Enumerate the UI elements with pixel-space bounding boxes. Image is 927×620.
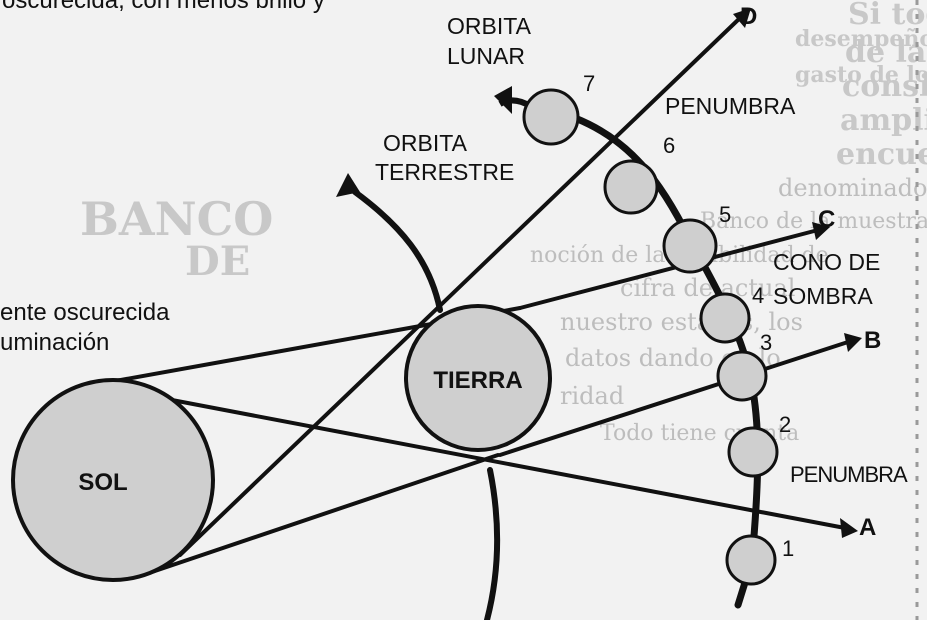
moon-number-5: 5 (719, 202, 731, 227)
bleed-line: DE (185, 238, 250, 285)
line-b-label: B (864, 327, 881, 354)
moon-7 (522, 88, 580, 146)
earth-orbit-lower (484, 467, 501, 620)
bleed-line: de la siguiente (845, 35, 927, 70)
arrow-a (840, 518, 858, 538)
moon-orbit-arrow (494, 86, 512, 114)
moon-5 (662, 218, 718, 274)
moon-number-6: 6 (663, 133, 675, 158)
earth-orbit-label-line2: TERRESTRE (375, 159, 514, 185)
earth-label: TIERRA (433, 367, 522, 394)
earth-orbit-upper (352, 189, 443, 313)
bleed-line: encuentra (836, 137, 927, 172)
moon-6 (603, 159, 659, 215)
left-caption-line2: uminación (0, 329, 109, 356)
umbra-label-line1: CONO DE (773, 249, 880, 275)
moon-positions (522, 88, 779, 586)
moon-4 (699, 292, 751, 344)
line-a (91, 383, 847, 530)
arrow-c (812, 222, 830, 240)
bleed-line: consideran de (842, 69, 927, 104)
line-c-label: C (818, 206, 835, 233)
bleed-line: nuestro estados, los (560, 308, 803, 336)
top-caption: oscurecida, con menos brillo y (2, 0, 325, 14)
left-caption-line1: ente oscurecida (0, 299, 170, 326)
penumbra-upper-label: PENUMBRA (665, 93, 796, 119)
bleed-line: desempeño (795, 26, 927, 52)
moon-number-4: 4 (752, 283, 764, 308)
bleed-line: BANCO (80, 192, 273, 246)
line-d-label: D (740, 3, 757, 30)
moon-number-3: 3 (760, 330, 772, 355)
earth-orbit-label-line1: ORBITA (383, 130, 468, 156)
bleed-line: ridad (560, 382, 624, 410)
moon-1 (725, 534, 777, 586)
sun-label: SOL (78, 469, 127, 496)
lunar-orbit-label-line1: ORBITA (447, 13, 532, 39)
moon-number-7: 7 (583, 71, 595, 96)
sun-body (11, 378, 215, 582)
arrow-b (844, 333, 862, 352)
bleed-line: amplio instalado (840, 103, 927, 138)
moon-2 (727, 426, 779, 478)
bleed-line: denominados primer (778, 174, 927, 202)
moon-number-2: 2 (779, 412, 791, 437)
bleed-line: Si todo demás (848, 0, 927, 32)
umbra-label-line2: SOMBRA (773, 283, 873, 309)
earth-body (404, 304, 552, 452)
moon-number-1: 1 (782, 536, 794, 561)
line-b (498, 340, 850, 457)
sun-earth-bottom-tangent (141, 453, 500, 577)
line-c (518, 228, 820, 310)
line-d (178, 16, 742, 557)
line-a-label: A (859, 514, 876, 541)
penumbra-lower-label: PENUMBRA (790, 462, 908, 487)
bleed-line: gasto de lo (795, 62, 927, 88)
earth-orbit-arrow (336, 173, 360, 197)
lunar-orbit-label-line2: LUNAR (447, 43, 525, 69)
arrow-d (733, 8, 751, 28)
moon-3 (716, 350, 768, 402)
